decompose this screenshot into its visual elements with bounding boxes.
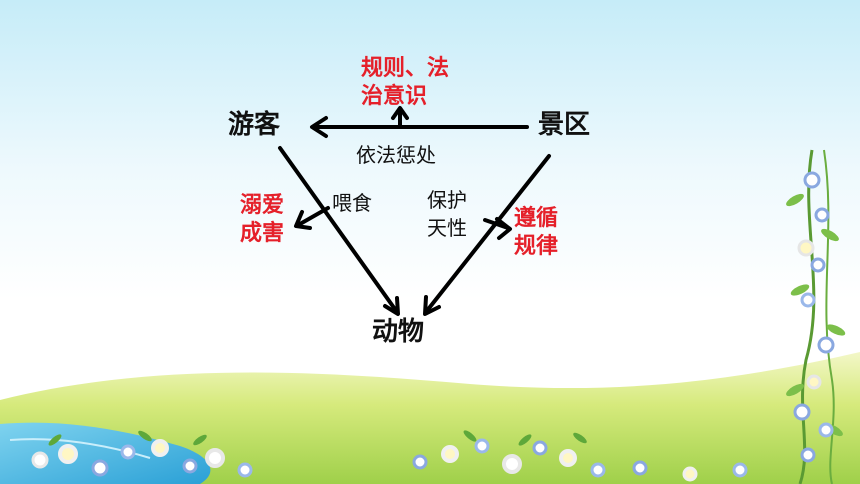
edge-label-protect-line1: 保护 <box>427 188 467 212</box>
node-tourist: 游客 <box>228 110 281 140</box>
annotation-follow-line1: 遵循 <box>514 206 559 231</box>
arrowhead-scenic-to-tourist <box>310 116 328 138</box>
arrowhead-to-spoil <box>294 210 312 230</box>
edge-label-feeding: 喂食 <box>332 191 372 215</box>
arrowhead-scenic-to-animal <box>423 295 441 316</box>
arrow-to-spoil <box>298 206 330 226</box>
arrow-scenic-to-animal <box>424 154 551 314</box>
node-scenic-area: 景区 <box>538 110 591 140</box>
annotation-follow-line2: 规律 <box>514 234 559 259</box>
node-animal: 动物 <box>372 317 425 347</box>
annotation-spoil-line2: 成害 <box>240 221 285 246</box>
arrowhead-to-rules-awareness <box>391 106 409 120</box>
annotation-rules-line1: 规则、法 <box>361 56 450 81</box>
arrowhead-tourist-to-animal <box>383 296 400 316</box>
edge-label-protect-line2: 天性 <box>427 216 467 240</box>
arrow-tourist-to-animal <box>278 146 399 314</box>
arrowhead-to-follow-law <box>495 217 512 240</box>
edge-label-punish-by-law: 依法惩处 <box>356 143 436 167</box>
annotation-rules-line2: 治意识 <box>361 84 428 109</box>
annotation-spoil-line1: 溺爱 <box>240 193 285 218</box>
